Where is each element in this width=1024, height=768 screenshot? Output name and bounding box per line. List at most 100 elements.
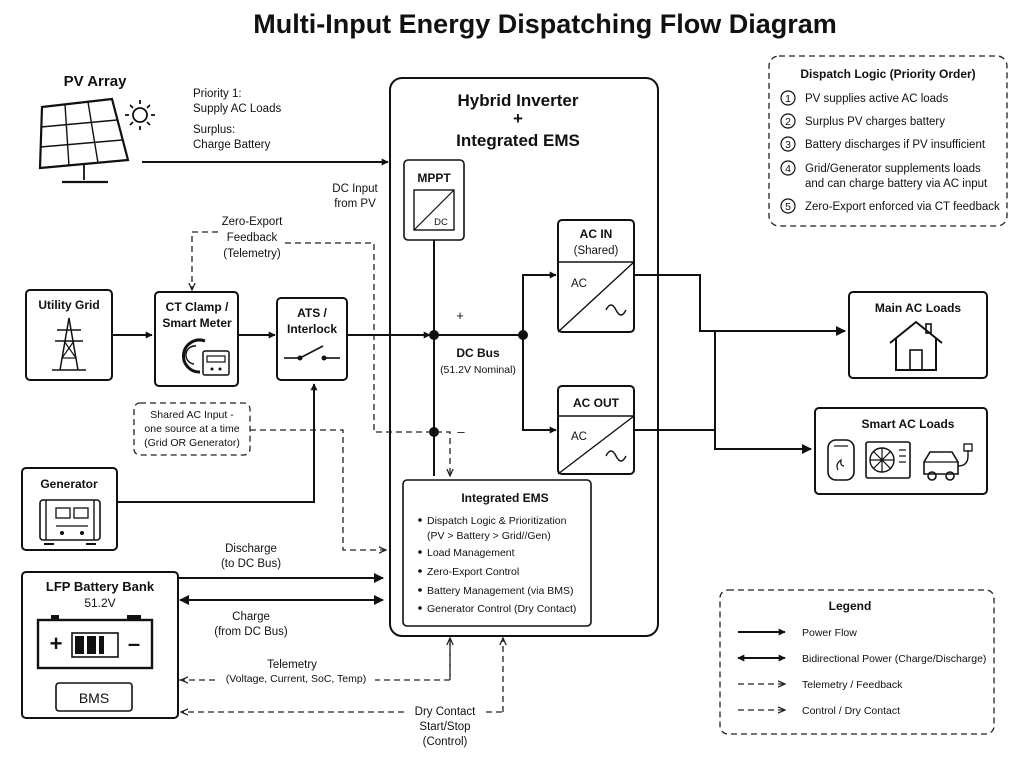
battery-voltage: 51.2V <box>84 596 115 610</box>
ct-clamp-label: CT Clamp / <box>166 300 229 314</box>
ac-in-to-smart-loads <box>700 330 812 454</box>
smart-meter-icon <box>202 350 230 376</box>
bms-label: BMS <box>79 690 109 706</box>
ems-item: Zero-Export Control <box>427 566 519 578</box>
inverter-title: Hybrid Inverter <box>458 91 579 110</box>
dispatch-logic-panel <box>768 55 1008 227</box>
ems-item: Load Management <box>427 547 515 559</box>
dispatch-step: 2 Surplus PV charges battery <box>780 113 945 129</box>
battery-bank-label: LFP Battery Bank <box>46 579 155 594</box>
zero-export-feedback: Feedback <box>227 232 278 244</box>
ems-box <box>402 479 592 627</box>
heat-pump-icon <box>865 441 911 479</box>
ems-item: Battery Management (via BMS) <box>427 585 573 597</box>
pv-array: PV Array <box>38 73 155 184</box>
dispatch-step-text-cont: and can charge battery via AC input <box>805 178 988 190</box>
ac-in-label: AC IN <box>580 227 613 241</box>
solar-panel-icon <box>38 97 130 184</box>
legend-item: Bidirectional Power (Charge/Discharge) <box>802 653 986 665</box>
dispatch-logic-title: Dispatch Logic (Priority Order) <box>800 67 975 81</box>
dry-contact-start-stop: Start/Stop <box>419 721 470 733</box>
ats-label-2: Interlock <box>287 322 337 336</box>
mppt-label: MPPT <box>417 171 451 185</box>
legend-item: Power Flow <box>802 627 857 639</box>
inverter-title-plus: + <box>513 109 523 128</box>
generator-to-ats-flow <box>117 383 318 503</box>
ac-out-inverter-icon <box>557 415 635 475</box>
shared-ac-input-note <box>133 402 251 456</box>
house-icon <box>889 320 943 371</box>
zero-export-label: Zero-Export <box>222 216 284 228</box>
generator-label: Generator <box>40 477 98 491</box>
smart-loads-box <box>814 407 988 495</box>
dc-input-label: DC Input <box>332 183 378 195</box>
zero-export-telemetry: (Telemetry) <box>223 248 281 260</box>
junction-to-ac-in <box>522 271 557 335</box>
mppt-dc-label: DC <box>434 217 448 228</box>
dispatch-step-number: 1 <box>785 93 791 105</box>
ac-in-inverter-icon <box>557 261 635 333</box>
ac-in-ac-label: AC <box>571 278 587 290</box>
dc-dc-converter-icon <box>413 189 455 231</box>
dispatch-step: 3 Battery discharges if PV insufficient <box>780 136 986 152</box>
legend-title: Legend <box>829 599 872 613</box>
legend-item: Telemetry / Feedback <box>802 679 903 691</box>
zero-export-feedback-to-ct <box>192 231 218 290</box>
discharge-label: Discharge <box>225 543 277 555</box>
utility-grid-label: Utility Grid <box>38 298 99 312</box>
bms-telemetry-line <box>375 640 451 681</box>
dispatch-step: 4 Grid/Generator supplements loads and c… <box>780 160 988 190</box>
pv-array-label: PV Array <box>64 73 127 90</box>
shared-ac-note-line: Shared AC Input - <box>150 409 234 421</box>
dispatch-step-list: 1 PV supplies active AC loads 2 Surplus … <box>780 90 1000 214</box>
pv-surplus-label: Surplus: <box>193 124 235 136</box>
ats-box <box>276 297 348 381</box>
dispatch-step-text: Battery discharges if PV insufficient <box>805 139 986 151</box>
ats-label: ATS / <box>297 306 327 320</box>
ct-clamp-icon <box>181 338 206 374</box>
discharge-detail: (to DC Bus) <box>221 558 281 570</box>
battery-plus-terminal: + <box>50 631 63 656</box>
transfer-switch-icon <box>284 345 340 361</box>
ac-out-label: AC OUT <box>573 396 620 410</box>
legend-item: Control / Dry Contact <box>802 705 900 717</box>
shared-ac-note-line: one source at a time <box>144 423 239 435</box>
bms-box <box>55 682 133 712</box>
dc-bus-plus: + <box>456 308 464 323</box>
battery-minus-terminal: – <box>128 631 140 656</box>
dispatch-step-number: 3 <box>785 139 791 151</box>
transmission-tower-icon <box>52 317 86 371</box>
dispatch-step-number: 2 <box>785 116 791 128</box>
pv-priority-detail: Supply AC Loads <box>193 103 281 115</box>
pv-surplus-detail: Charge Battery <box>193 139 271 151</box>
smart-loads-label: Smart AC Loads <box>862 417 955 431</box>
ems-feature-list: Dispatch Logic & Prioritization (PV > Ba… <box>418 515 576 615</box>
dc-bus-label: DC Bus <box>456 346 500 360</box>
dispatch-step: 5 Zero-Export enforced via CT feedback <box>780 198 1000 214</box>
pv-priority-label: Priority 1: <box>193 88 242 100</box>
ems-item: Generator Control (Dry Contact) <box>427 603 576 615</box>
dry-contact-control: (Control) <box>423 736 468 748</box>
dispatch-step-number: 5 <box>785 201 791 213</box>
dispatch-step-number: 4 <box>785 163 791 175</box>
ac-in-sine-icon <box>605 304 627 316</box>
junction-to-ac-out <box>522 335 557 434</box>
dispatch-step-text: PV supplies active AC loads <box>805 93 948 105</box>
telemetry-detail: (Voltage, Current, SoC, Temp) <box>226 673 366 685</box>
shared-note-to-ems <box>250 429 386 550</box>
electric-vehicle-icon <box>923 443 973 481</box>
generator-icon <box>39 499 101 545</box>
ac-out-sine-icon <box>605 450 627 462</box>
page-title: Multi-Input Energy Dispatching Flow Diag… <box>253 9 837 39</box>
shared-ac-note-line: (Grid OR Generator) <box>144 437 240 449</box>
dispatch-step-text: Zero-Export enforced via CT feedback <box>805 201 1000 213</box>
inverter-subtitle: Integrated EMS <box>456 131 580 150</box>
dc-bus-nominal: (51.2V Nominal) <box>440 364 516 376</box>
main-loads-label: Main AC Loads <box>875 301 962 315</box>
ac-in-shared: (Shared) <box>574 245 619 257</box>
ems-title: Integrated EMS <box>461 491 548 505</box>
dry-contact-label: Dry Contact <box>415 706 477 718</box>
ct-clamp-label-2: Smart Meter <box>162 316 232 330</box>
legend-panel <box>719 589 995 735</box>
